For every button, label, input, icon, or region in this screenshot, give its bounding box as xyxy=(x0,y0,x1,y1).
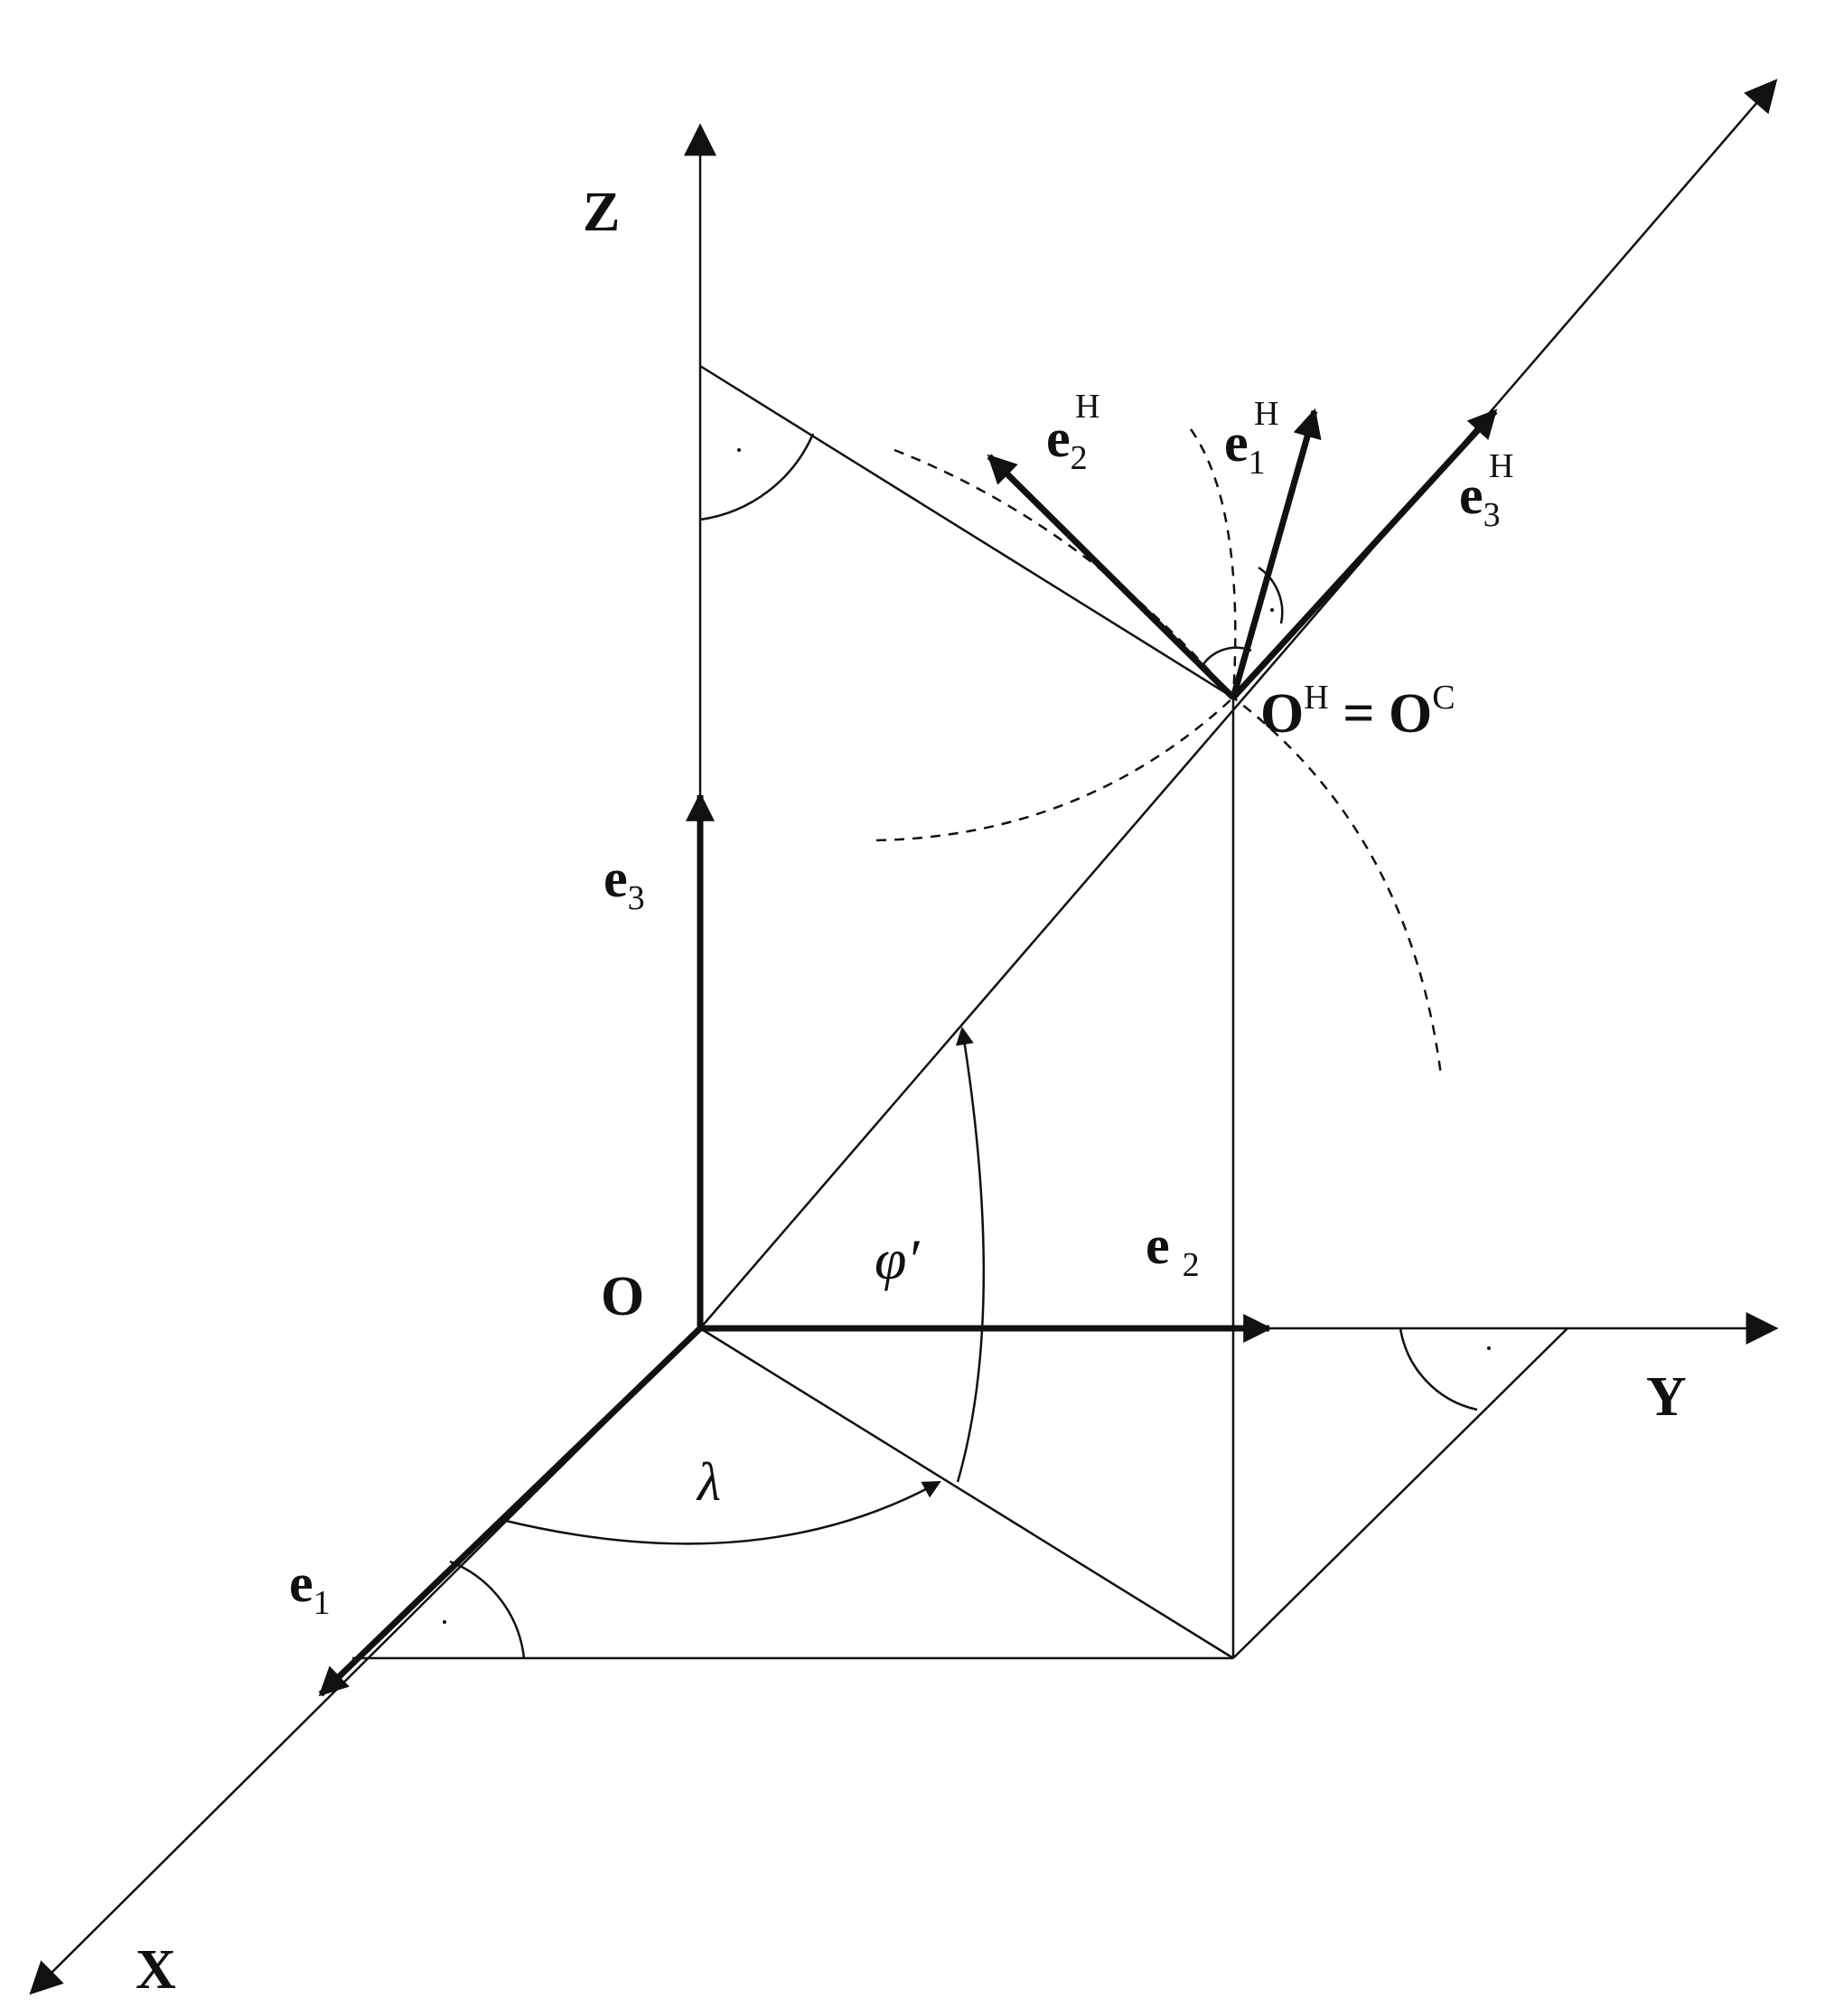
right-angle-dot-e1 xyxy=(1270,608,1274,612)
dashed-parallel-circle xyxy=(1189,428,1443,1076)
e1-vector xyxy=(318,1326,703,1697)
z-axis-label: Z xyxy=(583,182,620,243)
right-angle-arc-x xyxy=(449,1560,526,1659)
e3H-superscript: H xyxy=(1489,447,1513,485)
right-angle-arc-y xyxy=(1399,1327,1478,1411)
e1H-vector xyxy=(1230,408,1322,699)
e2H-vector xyxy=(987,454,1236,700)
lambda-label: λ xyxy=(696,1452,721,1512)
dashed-lower-arc xyxy=(875,697,1234,842)
phi-prime-label: φ′ xyxy=(875,1227,920,1291)
e3-label: e3 xyxy=(604,849,645,917)
x-axis-label: X xyxy=(136,1939,176,2001)
y-axis-label: Y xyxy=(1646,1366,1687,1428)
e3H-vector xyxy=(1230,408,1498,700)
e3H-label: e3 xyxy=(1459,465,1501,534)
point-equality-label: OH = OC xyxy=(1260,679,1455,745)
lambda-arc xyxy=(505,1480,941,1545)
e2H-label: e2 xyxy=(1046,408,1088,477)
y-parallel-line xyxy=(1232,1327,1568,1659)
e1-label: e1 xyxy=(289,1553,331,1622)
origin-label: O xyxy=(601,1266,644,1327)
right-angle-arc-z xyxy=(699,433,815,521)
phi-arc xyxy=(955,1027,986,1483)
right-angle-dot-z xyxy=(737,448,741,452)
right-angle-arc-e1 xyxy=(1258,566,1284,624)
right-angle-dot-y xyxy=(1487,1346,1491,1350)
right-angle-dot-x xyxy=(443,1620,446,1624)
e2H-superscript: H xyxy=(1075,388,1099,426)
ground-projection-line xyxy=(699,1327,1234,1660)
e1H-superscript: H xyxy=(1254,395,1278,433)
dashed-meridian-upper xyxy=(894,448,1234,699)
radial-axis-line xyxy=(699,79,1778,1329)
e1H-label: e1 xyxy=(1224,413,1266,482)
z-perpendicular-line xyxy=(699,364,1234,699)
